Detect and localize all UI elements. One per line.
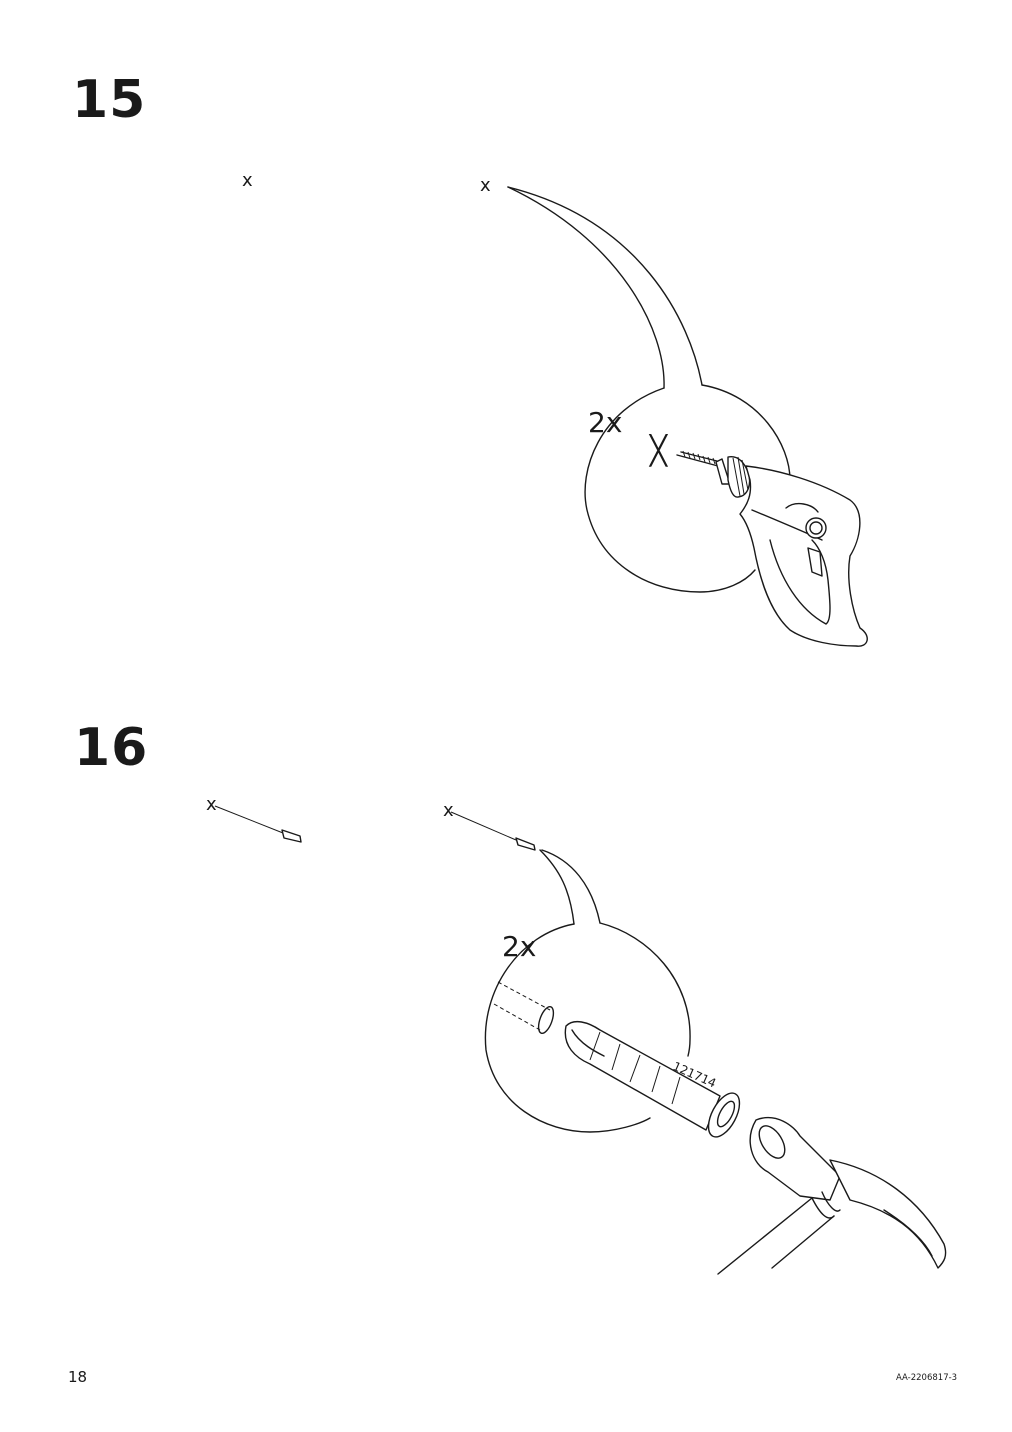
step16-overview bbox=[214, 805, 536, 851]
drill-icon bbox=[676, 450, 868, 647]
plug-mark-right: x bbox=[443, 800, 454, 821]
step-16-quantity: 2x bbox=[502, 930, 537, 963]
step16-detail-callout bbox=[484, 849, 691, 1133]
detail-drill-mark: ╳ bbox=[650, 434, 667, 467]
step-15-number: 15 bbox=[72, 70, 147, 130]
step-16-number: 16 bbox=[74, 718, 149, 778]
drill-mark-right: x bbox=[480, 175, 491, 196]
step15-detail-callout bbox=[507, 186, 791, 593]
wall-plug-small-right bbox=[515, 837, 536, 851]
hammer-icon bbox=[717, 1117, 947, 1275]
plug-mark-left: x bbox=[206, 794, 217, 815]
step-15-quantity: 2x bbox=[588, 406, 623, 439]
page-number: 18 bbox=[68, 1368, 88, 1386]
wall-plug-small-left bbox=[281, 829, 302, 843]
document-code: AA-2206817-3 bbox=[896, 1373, 958, 1383]
wall-plug-icon bbox=[564, 1020, 741, 1138]
drill-mark-left: x bbox=[242, 170, 253, 191]
